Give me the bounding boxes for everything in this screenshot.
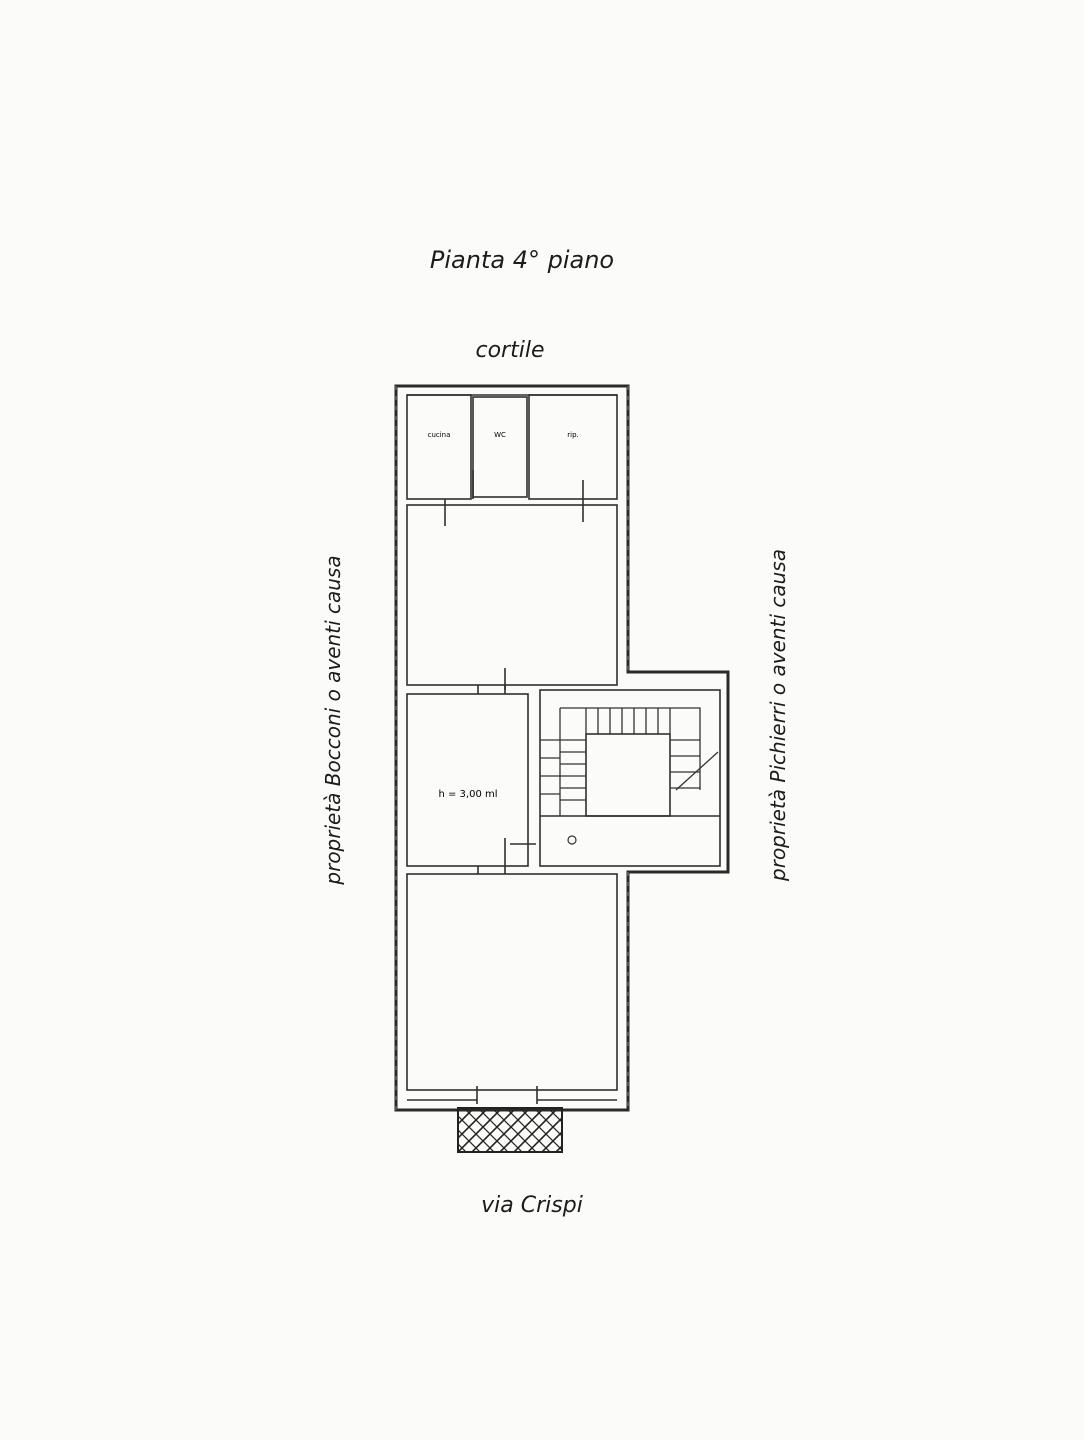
room-label-rip: rip.	[567, 431, 579, 439]
room-label-cucina: cucina	[428, 431, 451, 439]
balcony-hatched	[457, 1107, 563, 1153]
room-upper	[406, 504, 618, 686]
service-rooms: cucina WC rip.	[406, 394, 618, 526]
outer-walls	[394, 384, 730, 1112]
label-street: via Crispi	[481, 1193, 583, 1218]
room-cucina	[406, 394, 472, 500]
room-height-note: h = 3,00 ml	[438, 789, 497, 800]
room-wc	[472, 396, 528, 498]
label-courtyard: cortile	[476, 338, 545, 363]
label-right-property: proprietà Pichierri o aventi causa	[766, 549, 790, 882]
room-ripostiglio	[528, 394, 618, 500]
room-lower	[406, 873, 618, 1091]
plan-title: Pianta 4° piano	[430, 246, 614, 274]
room-label-wc: WC	[494, 431, 506, 439]
staircase	[539, 689, 721, 867]
label-left-property: proprietà Bocconi o aventi causa	[321, 555, 345, 885]
main-rooms: h = 3,00 ml	[406, 504, 618, 1091]
room-middle	[406, 693, 529, 867]
